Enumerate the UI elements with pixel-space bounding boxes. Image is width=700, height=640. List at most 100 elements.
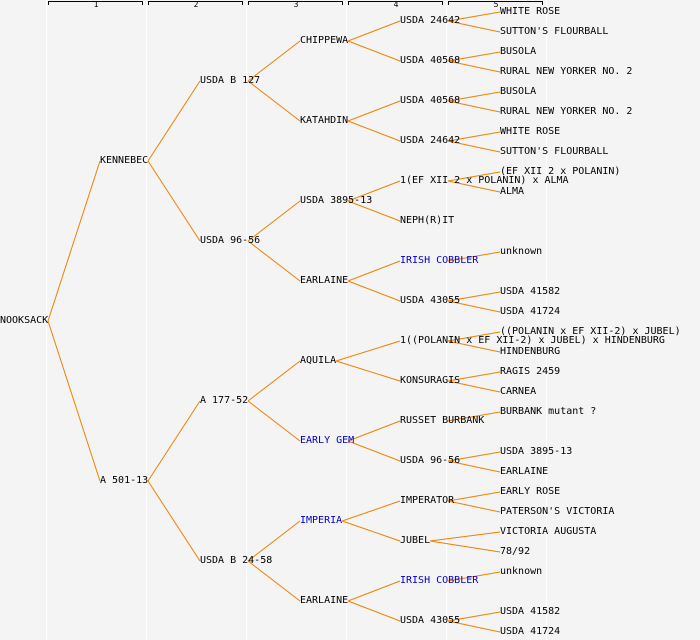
pedigree-connector — [447, 60, 501, 73]
pedigree-node: KATAHDIN — [300, 115, 349, 126]
generation-label: 2 — [193, 0, 199, 9]
pedigree-connector — [247, 240, 301, 282]
pedigree-node: KONSURAGIS — [400, 375, 461, 386]
pedigree-connector — [247, 80, 301, 122]
pedigree-node: USDA 24642 — [400, 15, 461, 26]
generation-bracket — [148, 1, 243, 5]
pedigree-connector — [447, 251, 501, 262]
generation-bracket — [448, 1, 543, 5]
pedigree-node: USDA 96-56 — [200, 235, 261, 246]
generation-bracket — [348, 1, 443, 5]
pedigree-connector — [247, 200, 301, 242]
pedigree-connector — [430, 531, 501, 542]
pedigree-node: unknown — [500, 246, 543, 257]
pedigree-node: USDA 41582 — [500, 286, 561, 297]
pedigree-node: NEPH(R)IT — [400, 215, 455, 226]
pedigree-node: USDA 24642 — [400, 135, 461, 146]
pedigree-node: unknown — [500, 566, 543, 577]
pedigree-node: USDA 41724 — [500, 306, 561, 317]
pedigree-connector — [447, 491, 501, 502]
pedigree-connector — [347, 100, 401, 122]
pedigree-node: ((POLANIN x EF XII-2) x JUBEL) — [500, 326, 681, 337]
pedigree-node: EARLY ROSE — [500, 486, 561, 497]
pedigree-node: PATERSON'S VICTORIA — [500, 506, 615, 517]
pedigree-connector — [447, 291, 501, 302]
pedigree-node: EARLAINE — [300, 275, 349, 286]
pedigree-node: BURBANK mutant ? — [500, 406, 597, 417]
pedigree-connector — [447, 331, 501, 342]
pedigree-connector — [430, 540, 501, 553]
pedigree-node: 1((POLANIN x EF XII-2) x JUBEL) x HINDEN… — [400, 335, 665, 346]
pedigree-link[interactable]: IRISH COBBLER — [400, 575, 479, 586]
pedigree-node: RAGIS 2459 — [500, 366, 561, 377]
pedigree-connector — [347, 20, 401, 42]
pedigree-connector — [341, 520, 401, 542]
pedigree-node: USDA 43055 — [400, 295, 461, 306]
pedigree-node: USDA 41724 — [500, 626, 561, 637]
pedigree-link[interactable]: IMPERIA — [300, 515, 343, 526]
pedigree-connector — [347, 440, 401, 462]
pedigree-connector — [47, 160, 101, 322]
generation-label: 1 — [93, 0, 99, 9]
pedigree-connector — [447, 340, 501, 353]
pedigree-node: 78/92 — [500, 546, 531, 557]
pedigree-connector — [447, 460, 501, 473]
pedigree-connector — [447, 11, 501, 22]
pedigree-node: RUSSET BURBANK — [400, 415, 485, 426]
pedigree-connector — [147, 80, 201, 162]
pedigree-connector — [447, 620, 501, 633]
pedigree-node: NOOKSACK — [0, 315, 49, 326]
pedigree-node: CARNEA — [500, 386, 537, 397]
pedigree-connector — [447, 91, 501, 102]
pedigree-node: RURAL NEW YORKER NO. 2 — [500, 106, 633, 117]
pedigree-node: VICTORIA AUGUSTA — [500, 526, 597, 537]
pedigree-node: EARLAINE — [300, 595, 349, 606]
pedigree-node: (EF XII 2 x POLANIN) — [500, 166, 621, 177]
pedigree-connector — [347, 580, 401, 602]
pedigree-node: AQUILA — [300, 355, 337, 366]
pedigree-node: USDA 3895-13 — [500, 446, 573, 457]
generation-bracket — [48, 1, 143, 5]
pedigree-node: USDA 40568 — [400, 95, 461, 106]
generation-label: 5 — [493, 0, 499, 9]
pedigree-connector — [347, 600, 401, 622]
pedigree-node: IMPERATOR — [400, 495, 455, 506]
pedigree-connector — [447, 20, 501, 33]
pedigree-node: CHIPPEWA — [300, 35, 349, 46]
pedigree-link[interactable]: IRISH COBBLER — [400, 255, 479, 266]
pedigree-connector — [447, 180, 501, 193]
pedigree-connector — [447, 380, 501, 393]
pedigree-node: EARLAINE — [500, 466, 549, 477]
generation-label: 3 — [293, 0, 299, 9]
pedigree-connector — [447, 140, 501, 153]
pedigree-link[interactable]: EARLY GEM — [300, 435, 355, 446]
pedigree-connector — [247, 400, 301, 442]
pedigree-connector — [447, 100, 501, 113]
pedigree-connector — [147, 160, 201, 242]
pedigree-connector — [447, 571, 501, 582]
pedigree-node: BUSOLA — [500, 46, 537, 57]
pedigree-node: USDA 40568 — [400, 55, 461, 66]
pedigree-node: HINDENBURG — [500, 346, 561, 357]
pedigree-connector — [335, 340, 401, 362]
pedigree-connector — [347, 200, 401, 222]
pedigree-node: A 177-52 — [200, 395, 249, 406]
pedigree-connector — [347, 180, 401, 202]
pedigree-connector — [147, 480, 201, 562]
pedigree-connector — [147, 400, 201, 482]
pedigree-connector — [347, 260, 401, 282]
pedigree-node: SUTTON'S FLOURBALL — [500, 146, 609, 157]
pedigree-connector — [341, 500, 401, 522]
pedigree-node: WHITE ROSE — [500, 126, 561, 137]
pedigree-connector — [447, 300, 501, 313]
pedigree-node: BUSOLA — [500, 86, 537, 97]
pedigree-node: KENNEBEC — [100, 155, 149, 166]
pedigree-node: A 501-13 — [100, 475, 149, 486]
pedigree-connector — [447, 171, 501, 182]
generation-label: 4 — [393, 0, 399, 9]
pedigree-connector — [447, 451, 501, 462]
pedigree-node: WHITE ROSE — [500, 6, 561, 17]
pedigree-connector — [247, 520, 301, 562]
pedigree-connector — [347, 280, 401, 302]
